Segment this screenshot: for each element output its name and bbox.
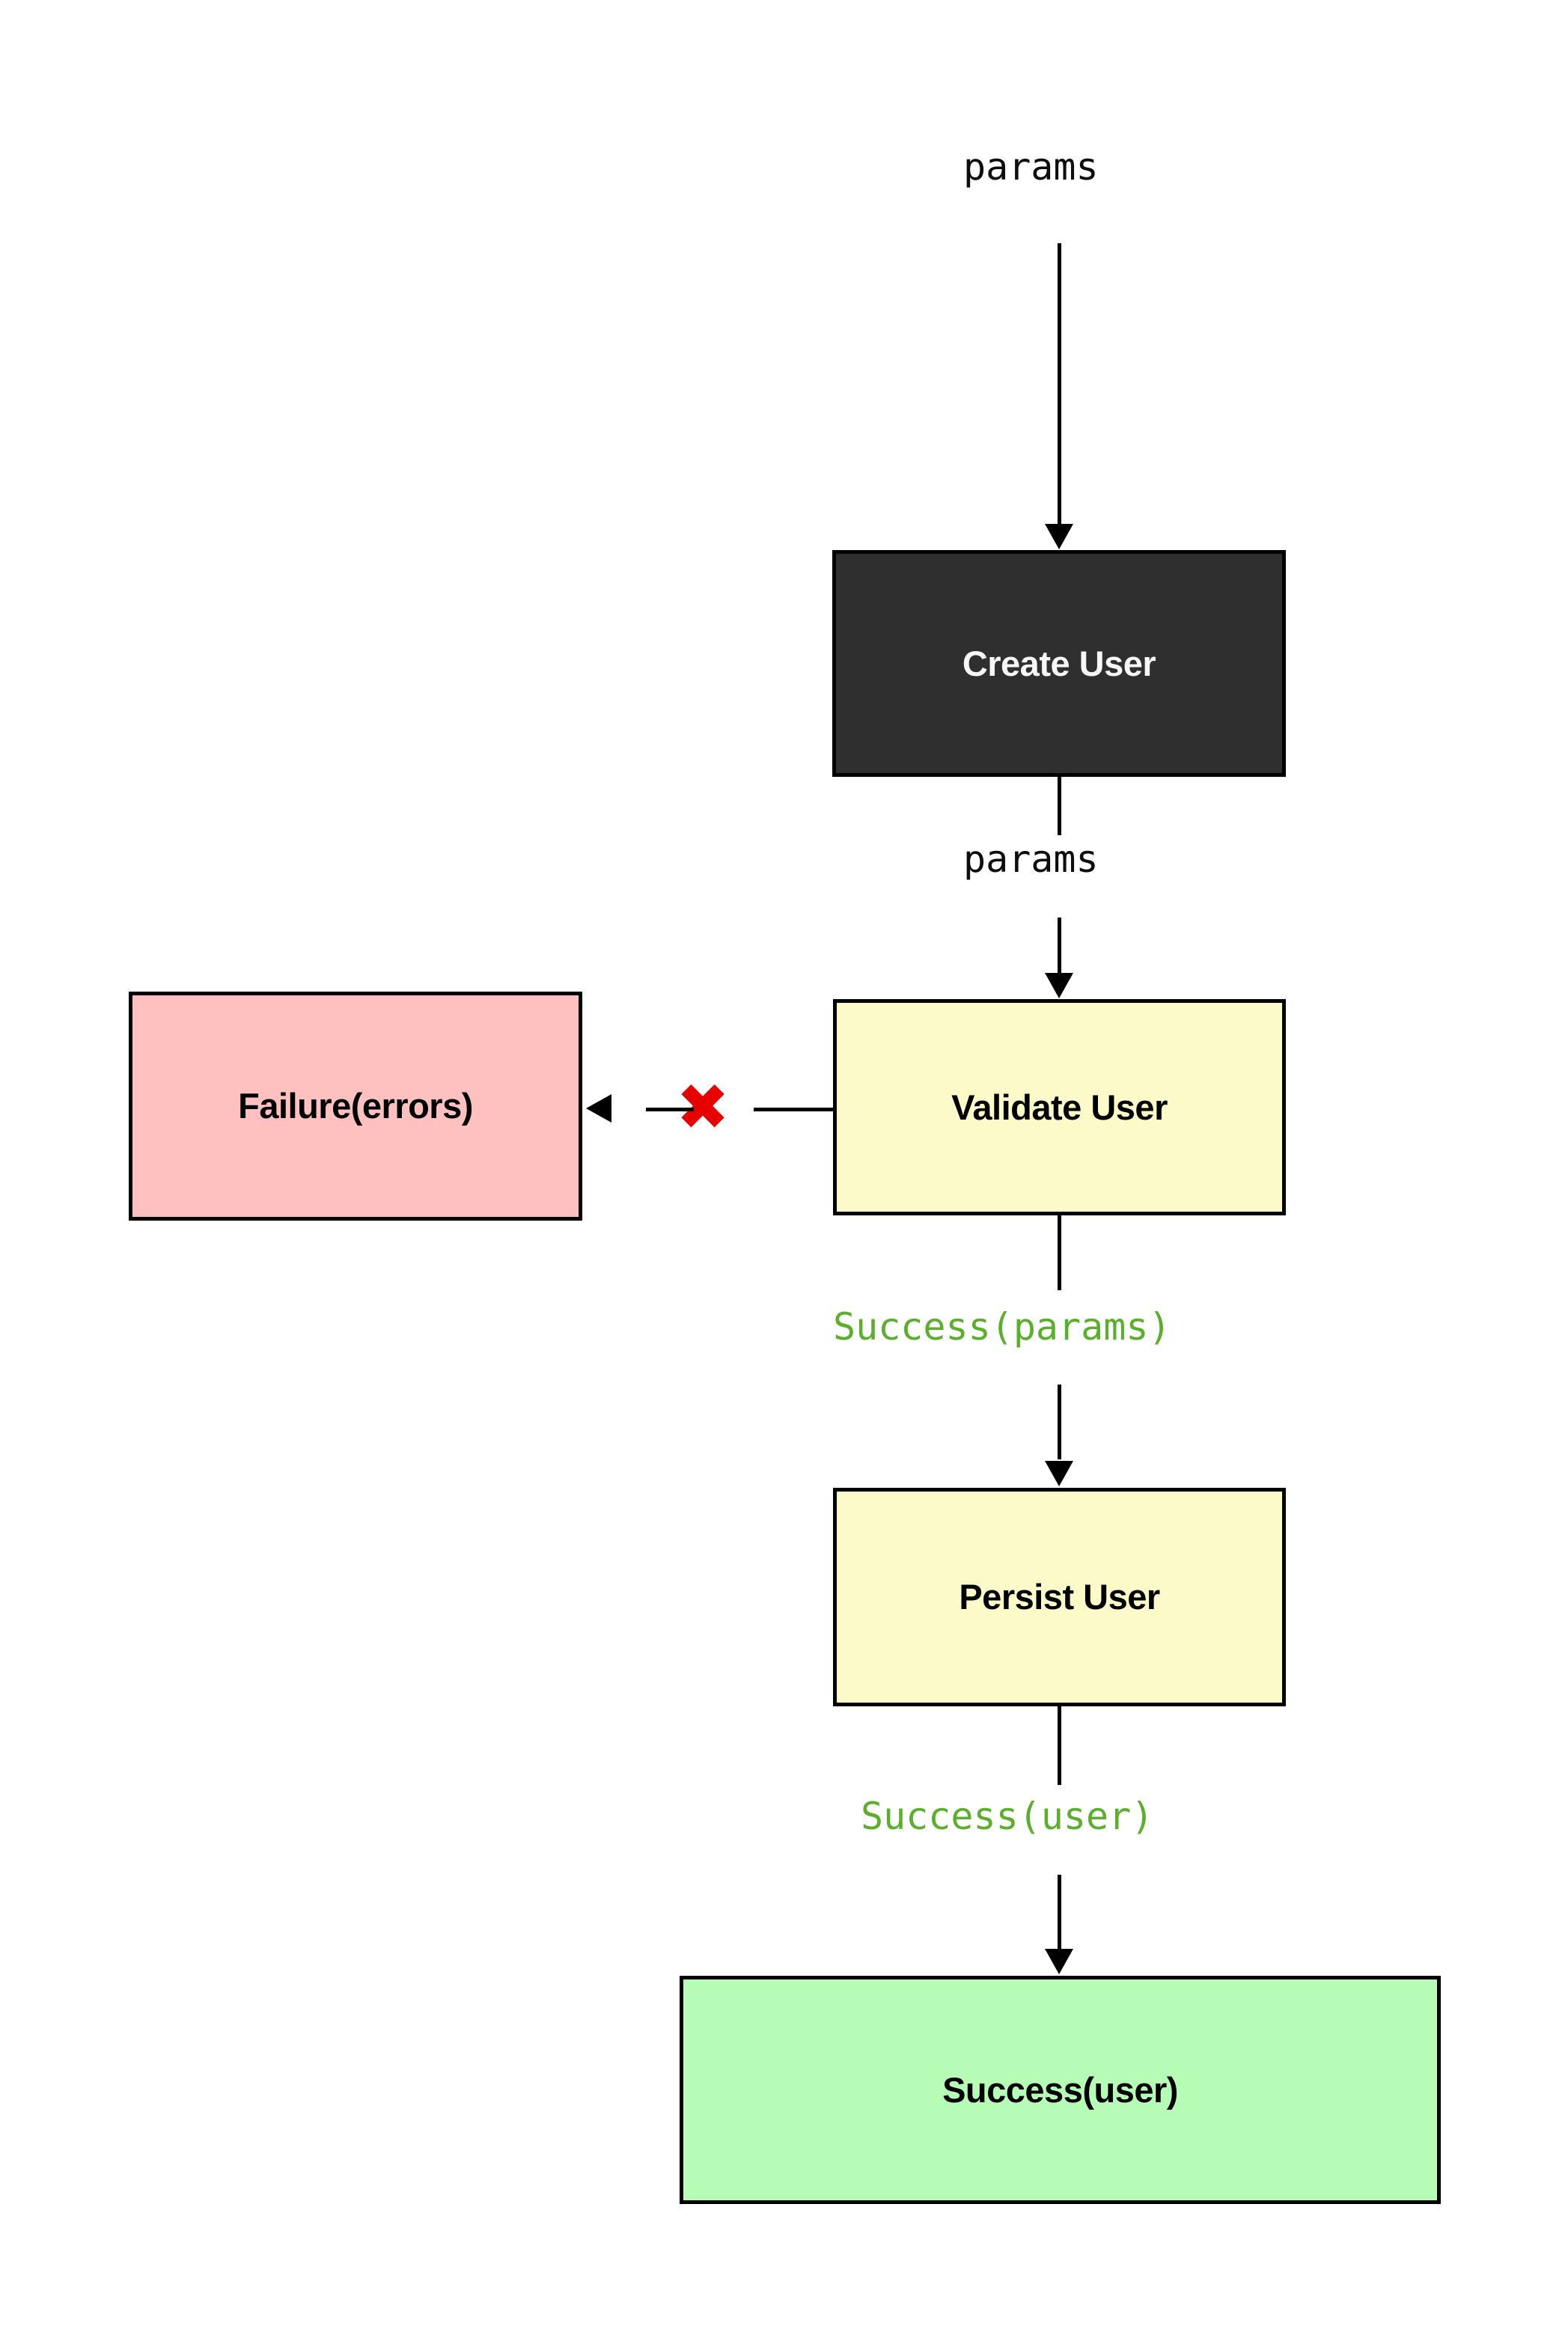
edge-line-validate-to-persist-upper — [1058, 1215, 1061, 1290]
edge-label-validate-to-persist-success: Success(params) — [833, 1305, 1171, 1349]
edge-label-persist-to-success-success: Success(user) — [861, 1795, 1154, 1838]
edge-line-persist-to-success-lower — [1058, 1875, 1061, 1950]
edge-line-validate-to-failure-right — [754, 1108, 835, 1111]
node-failure[interactable]: Failure(errors) — [129, 992, 582, 1221]
node-persist-user-label: Persist User — [959, 1577, 1160, 1617]
node-validate-user[interactable]: Validate User — [833, 999, 1286, 1215]
edge-line-create-to-validate-lower — [1058, 918, 1061, 973]
edge-line-persist-to-success-upper — [1058, 1706, 1061, 1785]
node-success-label: Success(user) — [942, 2069, 1178, 2110]
edge-label-input-params: params — [963, 145, 1099, 189]
edge-line-input-to-create — [1058, 243, 1061, 524]
edge-line-create-to-validate-upper — [1058, 777, 1061, 835]
node-validate-user-label: Validate User — [951, 1087, 1168, 1127]
node-create-user-label: Create User — [962, 643, 1156, 683]
node-create-user[interactable]: Create User — [832, 550, 1286, 777]
arrowhead-persist-to-success-icon — [1045, 1949, 1073, 1974]
node-persist-user[interactable]: Persist User — [833, 1488, 1286, 1706]
edge-line-validate-to-persist-lower — [1058, 1385, 1061, 1459]
edge-line-validate-to-failure-left — [646, 1108, 694, 1111]
arrowhead-validate-to-persist-icon — [1045, 1461, 1073, 1486]
arrowhead-input-to-create-icon — [1045, 524, 1073, 549]
node-success[interactable]: Success(user) — [680, 1976, 1441, 2204]
node-failure-label: Failure(errors) — [238, 1086, 473, 1126]
edge-label-create-to-validate-params: params — [963, 837, 1099, 881]
arrowhead-validate-to-failure-icon — [586, 1094, 611, 1123]
arrowhead-create-to-validate-icon — [1045, 973, 1073, 998]
